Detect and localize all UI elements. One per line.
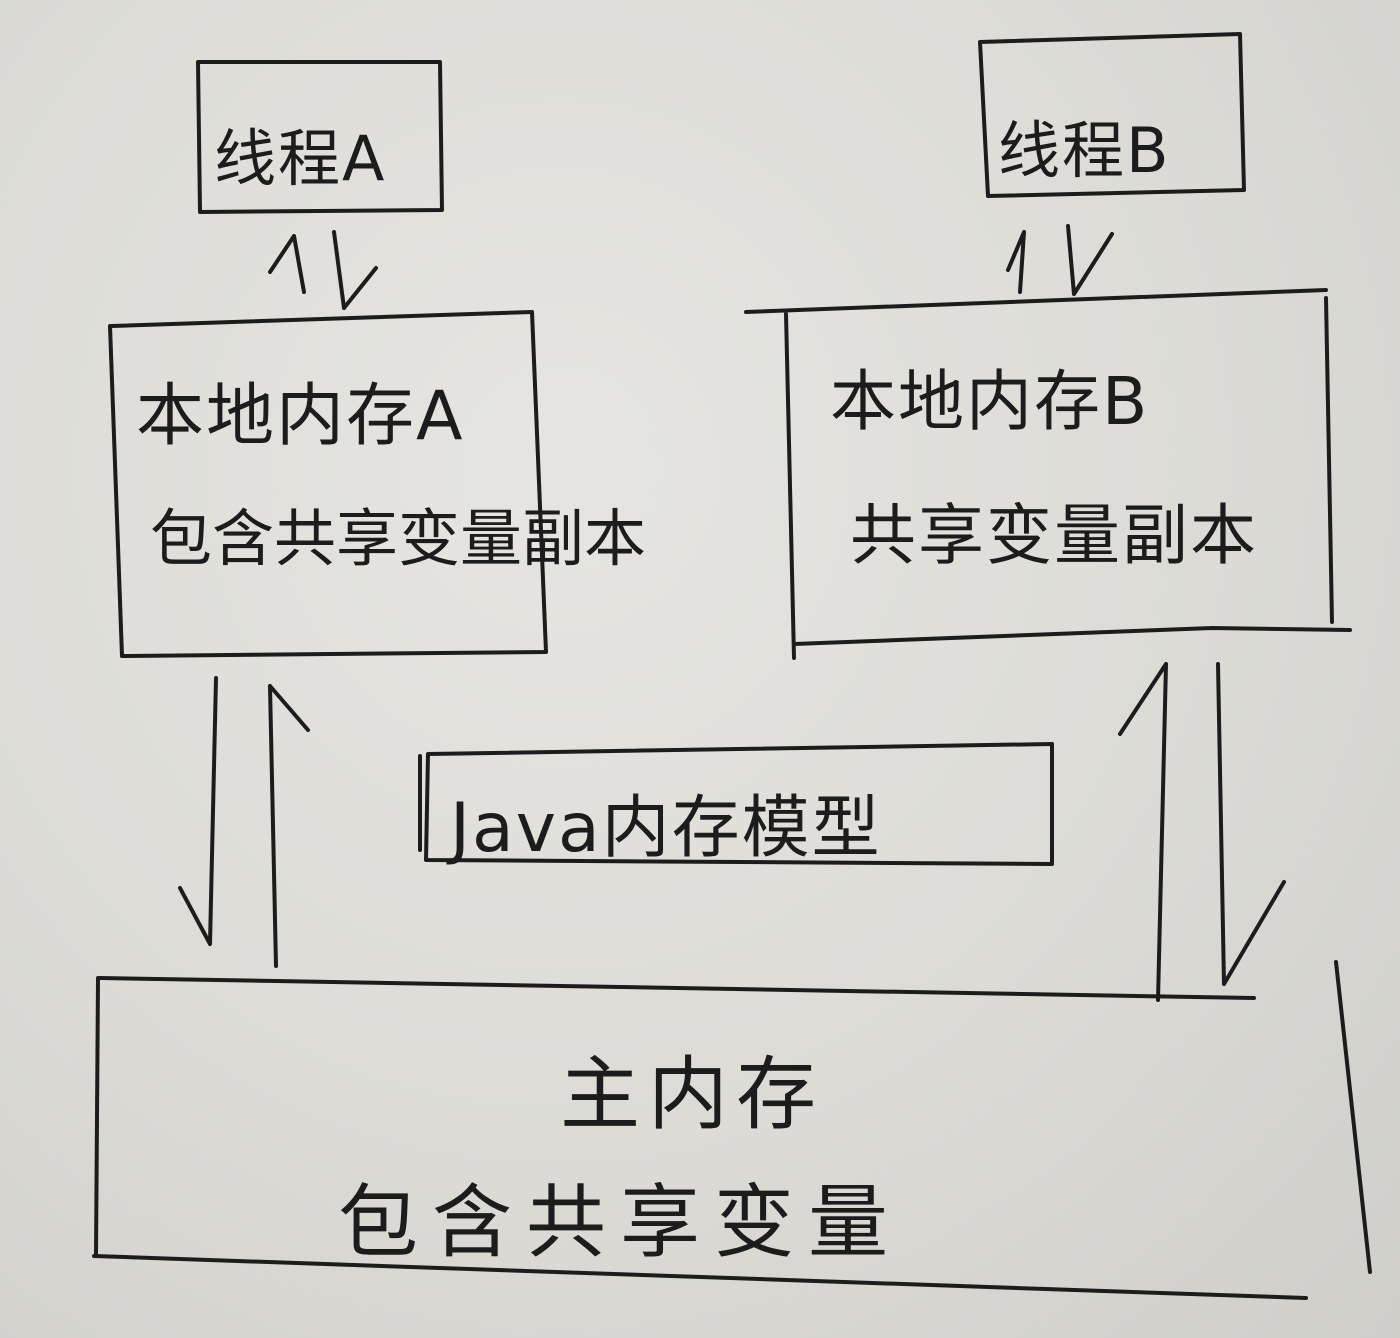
local-memory-a-title: 本地内存A bbox=[136, 377, 465, 456]
local-memory-a-subtitle: 包含共享变量副本 bbox=[150, 502, 647, 575]
main-memory-title: 主内存 bbox=[560, 1048, 824, 1141]
java-memory-model-box bbox=[418, 742, 1054, 866]
java-memory-model-label: Java内存模型 bbox=[450, 789, 882, 868]
thread-a-box bbox=[196, 60, 444, 214]
thread-a-local-a-arrows bbox=[268, 230, 378, 310]
local-a-main-arrows bbox=[178, 676, 310, 968]
thread-b-box bbox=[978, 32, 1246, 198]
thread-b-label: 线程B bbox=[998, 114, 1171, 187]
local-b-main-arrows bbox=[1118, 662, 1286, 1002]
local-memory-b-box bbox=[744, 288, 1352, 660]
thread-b-local-b-arrows bbox=[1006, 224, 1114, 296]
thread-a-label: 线程A bbox=[214, 122, 387, 195]
main-memory-subtitle: 包含共享变量 bbox=[338, 1176, 902, 1269]
main-memory-box bbox=[92, 960, 1372, 1300]
local-memory-b-subtitle: 共享变量副本 bbox=[850, 497, 1258, 574]
local-memory-b-title: 本地内存B bbox=[830, 363, 1150, 440]
local-memory-a-box bbox=[108, 310, 548, 658]
